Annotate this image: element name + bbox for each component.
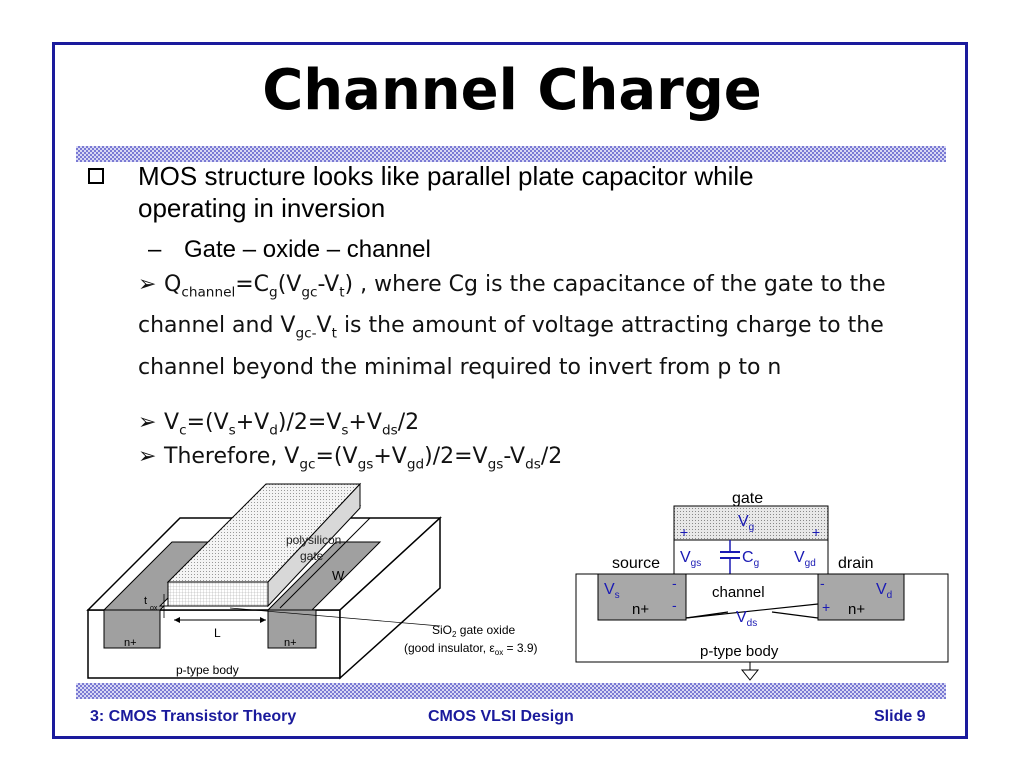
- source-n-plus-region: [597, 573, 687, 621]
- svg-text:n+: n+: [848, 601, 865, 618]
- ground-icon: [740, 669, 760, 681]
- svg-text:Vgs: Vgs: [680, 549, 701, 569]
- arrow-bullet-icon: ➢: [138, 410, 157, 435]
- gate-side-face: [267, 482, 361, 608]
- svg-text:-: -: [820, 575, 825, 591]
- drain-n-plus-region: [817, 573, 905, 621]
- arrow-bullet-icon: ➢: [138, 272, 157, 297]
- mosfet-3d-diagram: polysilicon gate W L t ox n+ n+ p-type b…: [86, 482, 538, 680]
- svg-text:-: -: [672, 597, 677, 613]
- gate-front-face: [167, 581, 269, 607]
- body-label: p-type body: [700, 643, 779, 660]
- svg-text:+: +: [822, 599, 830, 615]
- tox-sub: ox: [150, 605, 158, 612]
- svg-text:SiO2 gate oxide: SiO2 gate oxide: [432, 623, 516, 639]
- svg-text:Vds: Vds: [736, 609, 757, 629]
- source-label: source: [612, 555, 660, 572]
- gate-label-2: gate: [300, 549, 324, 563]
- l-label: L: [214, 626, 221, 640]
- arrow-bullet-icon: ➢: [138, 444, 157, 469]
- slide-title: Channel Charge: [262, 58, 762, 123]
- channel-label: channel: [712, 584, 765, 601]
- svg-text:+: +: [680, 524, 688, 540]
- drain-n-plus: [267, 609, 317, 649]
- gate-label-1: polysilicon: [286, 533, 341, 547]
- footer-left: 3: CMOS Transistor Theory: [90, 708, 297, 725]
- n-plus-left-label: n+: [124, 637, 137, 649]
- top-pattern-band: [76, 146, 946, 162]
- sub-bullet-text: Gate – oxide – channel: [184, 236, 431, 263]
- oxide-pointer-line: [229, 607, 441, 627]
- svg-text:Vg: Vg: [738, 513, 754, 533]
- gate-region: [673, 505, 829, 541]
- oxide-region: [673, 539, 829, 575]
- source-n-plus: [103, 609, 161, 649]
- square-bullet-icon: [88, 168, 104, 184]
- equation-q-channel: ➢Qchannel=Cg(Vgc-Vt) , where Cg is the c…: [138, 268, 968, 385]
- tox-label: t: [144, 595, 147, 607]
- w-label: W: [332, 568, 345, 583]
- svg-text:Vs: Vs: [604, 581, 620, 601]
- footer-center: CMOS VLSI Design: [428, 708, 574, 725]
- w-dimension-line: [279, 517, 371, 609]
- bullet-text: MOS structure looks like parallel plate …: [138, 161, 754, 223]
- bottom-pattern-band: [76, 683, 946, 699]
- body-label: p-type body: [176, 663, 239, 677]
- svg-text:-: -: [672, 575, 677, 591]
- svg-text:(good insulator, εox = 3.9): (good insulator, εox = 3.9): [404, 641, 538, 657]
- gate-label: gate: [732, 490, 763, 507]
- svg-text:+: +: [812, 524, 820, 540]
- equation-therefore: ➢Therefore, Vgc=(Vgs+Vgd)/2=Vgs-Vds/2: [138, 440, 562, 481]
- svg-text:Vd: Vd: [876, 581, 892, 601]
- footer-right: Slide 9: [874, 708, 926, 725]
- slide-frame: [52, 42, 968, 739]
- drain-label: drain: [838, 555, 874, 572]
- svg-text:Cg: Cg: [742, 549, 759, 569]
- dash-bullet: –: [148, 236, 162, 263]
- svg-text:n+: n+: [632, 601, 649, 618]
- n-plus-right-label: n+: [284, 637, 297, 649]
- body-side-face: [339, 516, 441, 680]
- mos-cross-section-diagram: gate Vg + + Vgs Vgd Cg source drain Vs -…: [575, 490, 949, 681]
- svg-text:Vgd: Vgd: [794, 549, 816, 569]
- equation-vc: ➢Vc=(Vs+Vd)/2=Vs+Vds/2: [138, 406, 419, 447]
